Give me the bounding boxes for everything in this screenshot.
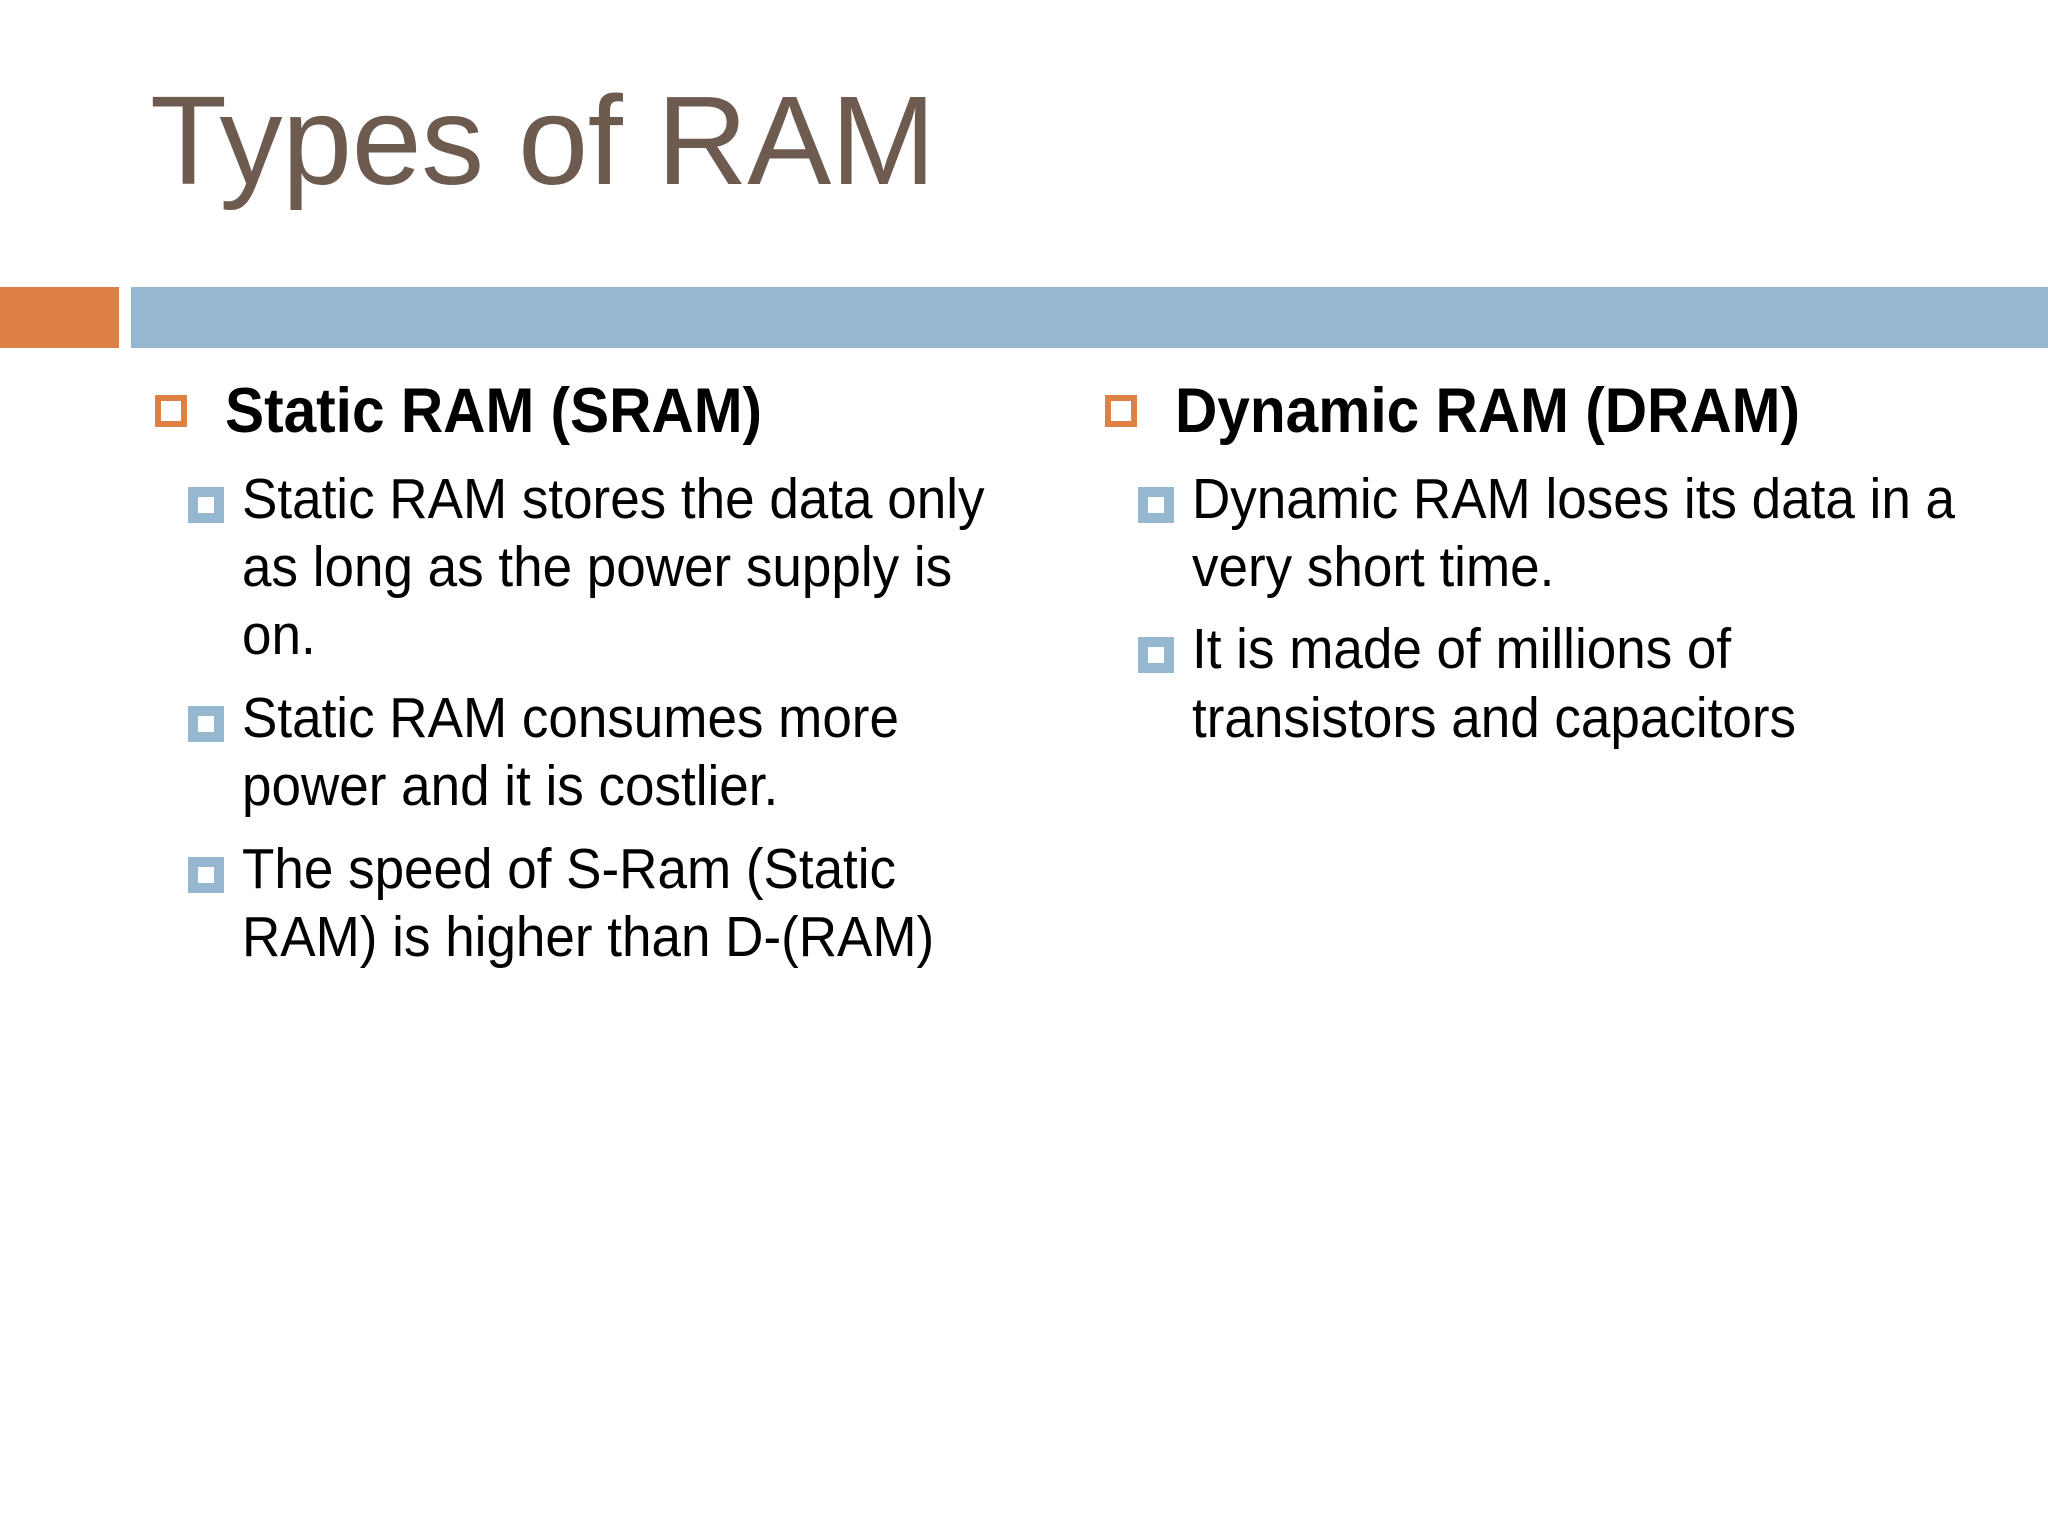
bullet-level2-label: It is made of millions of transistors an… xyxy=(1192,617,1797,750)
bullet-level1-sram: Static RAM (SRAM) xyxy=(150,375,1010,449)
bullet-level2-label: Dynamic RAM loses its data in a very sho… xyxy=(1192,466,1956,600)
accent-chip-orange xyxy=(0,287,119,348)
accent-chip-blue xyxy=(131,287,2048,348)
square-filled-blue-icon xyxy=(188,486,224,523)
page-title: Types of RAM xyxy=(150,70,936,211)
content-column-left: Static RAM (SRAM) Static RAM stores the … xyxy=(150,375,1010,985)
bullet-level2-label: The speed of S-Ram (Static RAM) is highe… xyxy=(242,836,935,970)
sublist-right: Dynamic RAM loses its data in a very sho… xyxy=(1100,465,1970,753)
square-filled-blue-icon xyxy=(188,856,224,893)
bullet-level2-label: Static RAM consumes more power and it is… xyxy=(242,685,899,819)
bullet-level2-sram-3: The speed of S-Ram (Static RAM) is highe… xyxy=(150,835,1010,972)
slide-title: Types of RAM xyxy=(150,78,1950,204)
sublist-left: Static RAM stores the data only as long … xyxy=(150,465,1010,972)
square-outline-orange-icon xyxy=(155,395,187,427)
slide-body: Static RAM (SRAM) Static RAM stores the … xyxy=(0,375,2048,1536)
bullet-level1-dram: Dynamic RAM (DRAM) xyxy=(1100,375,1970,449)
square-outline-orange-icon xyxy=(1105,395,1137,427)
bullet-level1-label: Static RAM (SRAM) xyxy=(225,376,763,446)
title-accent-bar xyxy=(0,287,2048,348)
bullet-level2-dram-1: Dynamic RAM loses its data in a very sho… xyxy=(1100,465,1970,602)
content-column-right: Dynamic RAM (DRAM) Dynamic RAM loses its… xyxy=(1100,375,1970,766)
square-filled-blue-icon xyxy=(188,705,224,742)
bullet-level2-dram-2: It is made of millions of transistors an… xyxy=(1100,615,1970,752)
square-filled-blue-icon xyxy=(1138,486,1174,523)
square-filled-blue-icon xyxy=(1138,637,1174,674)
bullet-level1-label: Dynamic RAM (DRAM) xyxy=(1175,376,1800,446)
bullet-level2-sram-2: Static RAM consumes more power and it is… xyxy=(150,684,1010,821)
bullet-level2-sram-1: Static RAM stores the data only as long … xyxy=(150,465,1010,670)
bullet-level2-label: Static RAM stores the data only as long … xyxy=(242,466,985,668)
